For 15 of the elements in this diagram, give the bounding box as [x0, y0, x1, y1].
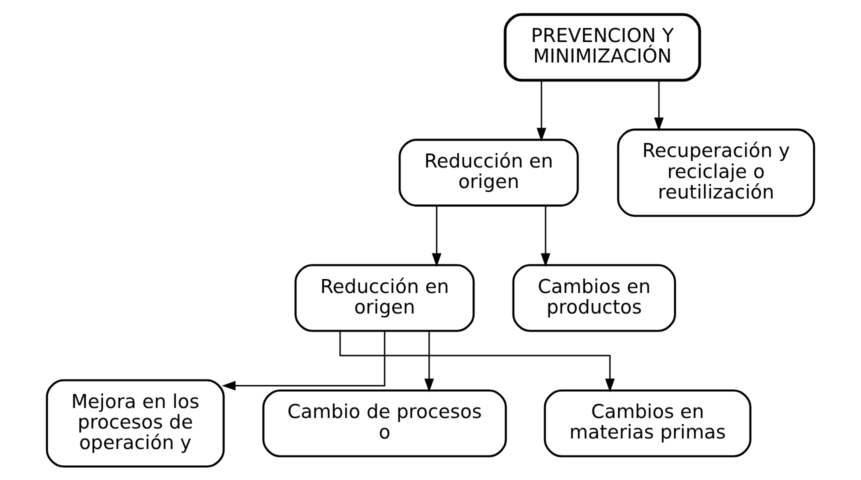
node-box: Cambio de procesos o	[262, 388, 507, 457]
arrow	[540, 205, 550, 266]
node-box: Reducción en origen	[398, 138, 579, 206]
node-box: Cambios en materias primas	[544, 388, 752, 457]
arrow	[536, 80, 546, 142]
node-box: Reducción en origen	[294, 264, 475, 332]
arrow	[654, 80, 664, 131]
arrow	[222, 330, 386, 390]
node-box: Cambios en productos	[512, 264, 676, 332]
arrow	[432, 205, 442, 266]
node-box: Recuperación y reciclaje o reutilización	[617, 128, 816, 216]
arrow	[339, 331, 615, 392]
node-box: Mejora en los procesos de operación y	[46, 378, 225, 468]
node-box: PREVENCION Y MINIMIZACIÓN	[504, 12, 702, 82]
arrow	[424, 330, 434, 392]
